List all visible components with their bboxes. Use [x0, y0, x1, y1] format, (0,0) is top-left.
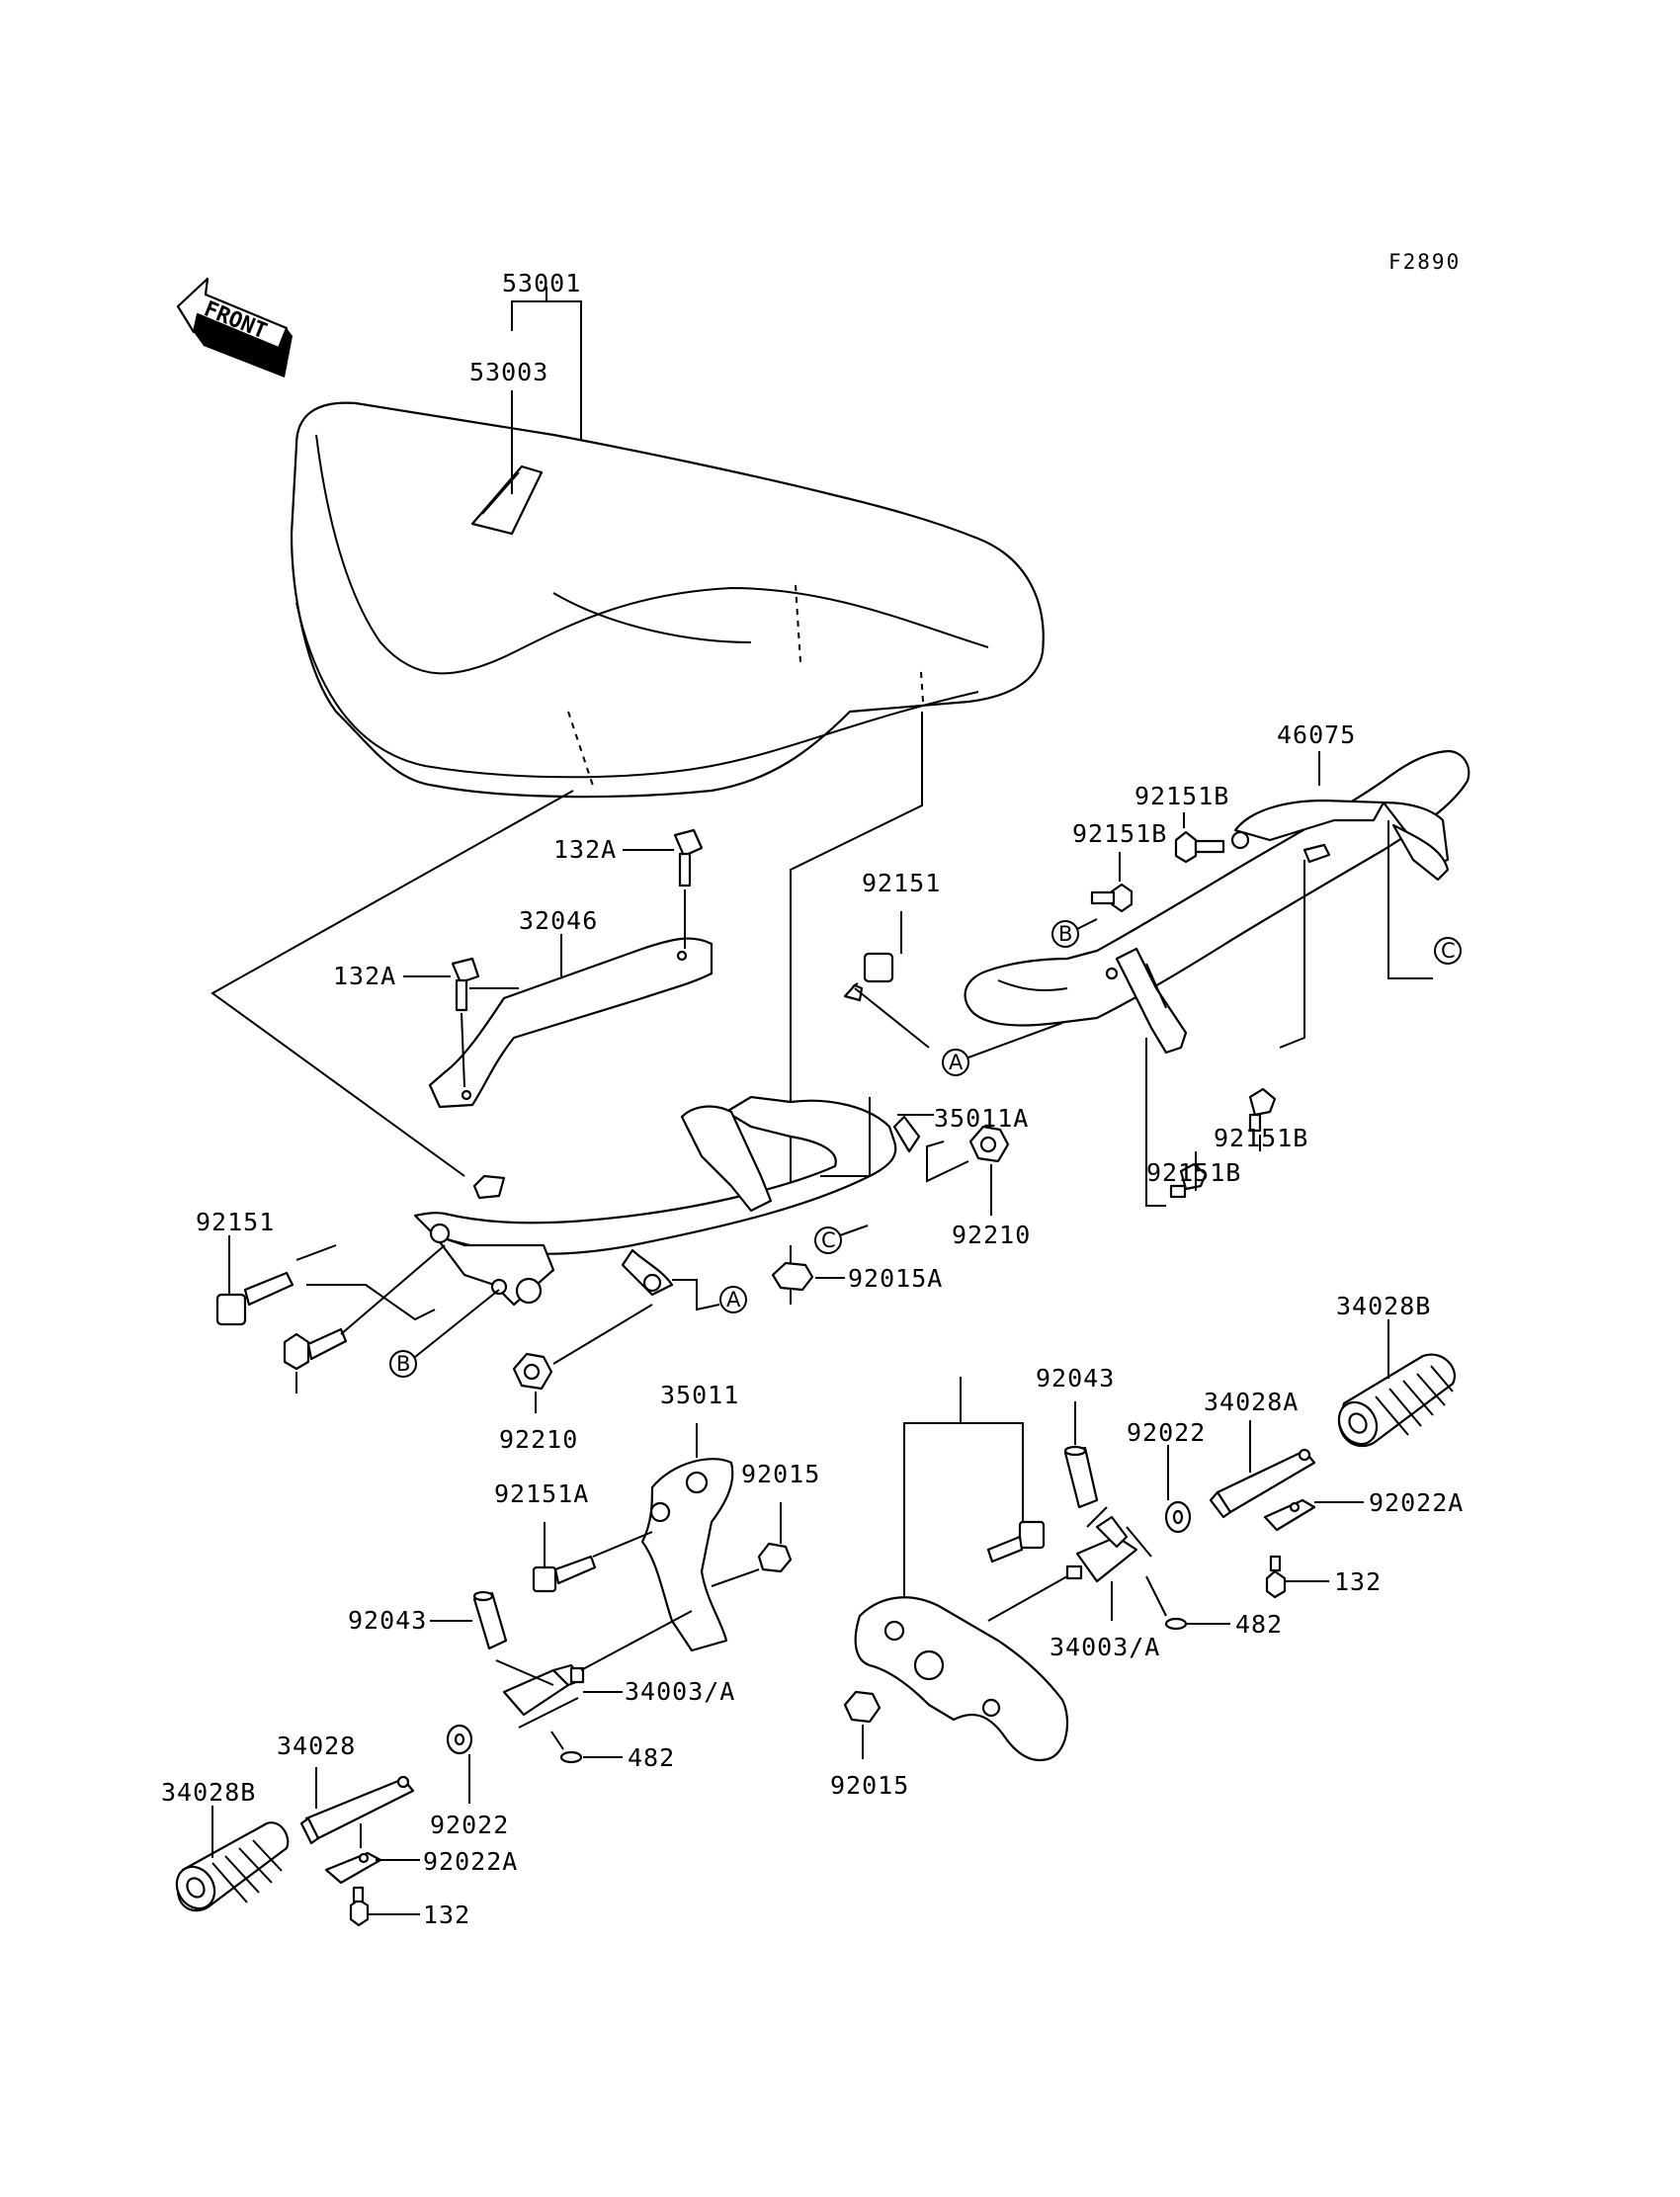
bolt-132-right	[1265, 1555, 1287, 1599]
pin-482-left	[559, 1750, 583, 1764]
grip-34028B-left	[175, 1821, 290, 1912]
footpeg-34028	[299, 1775, 415, 1845]
label-92043-right: 92043	[1036, 1364, 1115, 1393]
bolt-92151A	[532, 1555, 597, 1593]
svg-text:C: C	[1441, 939, 1456, 963]
label-92022-right: 92022	[1127, 1418, 1206, 1447]
bolt-footrest-right	[986, 1520, 1046, 1563]
marker-a2: A	[719, 1286, 747, 1313]
bolt-132-left	[349, 1886, 370, 1927]
bolt-92151-upper	[843, 952, 894, 1002]
marker-b1: B	[1051, 920, 1079, 948]
label-92043-left: 92043	[348, 1606, 427, 1635]
label-92210-left: 92210	[499, 1425, 578, 1454]
label-92022-left: 92022	[430, 1811, 509, 1839]
svg-text:B: B	[396, 1352, 410, 1376]
marker-a1: A	[942, 1049, 969, 1076]
nut-92015-upper	[757, 1542, 793, 1573]
bolt-92151B-2	[1090, 883, 1134, 913]
svg-text:C: C	[821, 1228, 836, 1252]
footrest-bracket-35011	[640, 1458, 734, 1652]
label-132-left: 132	[423, 1901, 470, 1929]
figure-code: F2890	[1388, 250, 1461, 274]
washer-92022-left	[446, 1724, 473, 1755]
label-92151-upper: 92151	[862, 869, 941, 897]
bolt-92151B-3	[1248, 1087, 1277, 1133]
label-92151B-2: 92151B	[1072, 819, 1167, 848]
label-482-right: 482	[1235, 1610, 1283, 1639]
svg-text:B: B	[1058, 922, 1072, 946]
marker-c1: C	[1434, 937, 1462, 965]
pin-92043-right	[1063, 1445, 1099, 1509]
clevis-34003A-left	[502, 1663, 585, 1717]
bolt-92151B-1	[1174, 830, 1250, 864]
label-46075: 46075	[1277, 720, 1356, 749]
label-92151B-1: 92151B	[1134, 782, 1229, 810]
label-92015-upper: 92015	[741, 1460, 820, 1488]
pin-482-right	[1164, 1617, 1188, 1631]
label-34028A: 34028A	[1204, 1388, 1299, 1416]
marker-c2: C	[814, 1226, 842, 1254]
svg-text:A: A	[726, 1288, 741, 1311]
label-32046: 32046	[519, 906, 598, 935]
label-92151-left: 92151	[196, 1208, 275, 1236]
label-92022A-right: 92022A	[1369, 1488, 1464, 1517]
label-92022A-left: 92022A	[423, 1847, 518, 1876]
bracket-32046	[428, 937, 714, 1109]
bolt-92151B-4	[1169, 1162, 1208, 1199]
frame-35011A	[413, 1095, 921, 1307]
pin-92043-left	[472, 1590, 508, 1650]
seat-53001	[290, 401, 1045, 799]
bolt-132A-upper	[673, 828, 704, 887]
label-53003: 53003	[469, 358, 548, 386]
label-53001: 53001	[502, 269, 581, 297]
grab-bar-46075	[964, 749, 1470, 1055]
bolt-132A-lower	[451, 957, 480, 1012]
label-92015-lower: 92015	[830, 1771, 909, 1800]
label-35011: 35011	[660, 1381, 739, 1409]
label-482-left: 482	[628, 1743, 675, 1772]
bolt-92151-left	[215, 1271, 294, 1326]
clevis-34003A-right	[1065, 1515, 1138, 1583]
grip-34028B-right	[1337, 1353, 1456, 1448]
plate-92022A-left	[324, 1851, 382, 1885]
plate-92022A-right	[1263, 1498, 1316, 1532]
marker-b2: B	[389, 1350, 417, 1378]
label-92151B-4: 92151B	[1146, 1158, 1241, 1187]
nut-92210-left	[512, 1352, 553, 1391]
footrest-bracket-right	[854, 1596, 1069, 1762]
bolt-ref-seat	[283, 1327, 348, 1371]
label-34028: 34028	[277, 1732, 356, 1760]
label-34028B-left: 34028B	[161, 1778, 256, 1807]
label-132-right: 132	[1334, 1567, 1382, 1596]
label-34003A-left: 34003/A	[625, 1677, 735, 1706]
nut-92210-right	[968, 1125, 1010, 1163]
label-92015A: 92015A	[848, 1264, 943, 1293]
label-92210-right: 92210	[952, 1221, 1031, 1249]
nut-92015-lower	[843, 1690, 882, 1724]
label-132A-upper: 132A	[553, 835, 617, 864]
label-132A-lower: 132A	[333, 962, 396, 990]
label-92151B-3: 92151B	[1214, 1124, 1308, 1152]
svg-text:A: A	[949, 1051, 964, 1074]
label-34003A-right: 34003/A	[1050, 1633, 1160, 1661]
nut-92015A	[771, 1261, 814, 1292]
front-arrow-icon: FRONT	[176, 277, 293, 378]
label-92151A: 92151A	[494, 1479, 589, 1508]
footpeg-34028A	[1209, 1448, 1316, 1519]
washer-92022-right	[1164, 1500, 1192, 1534]
label-34028B-right: 34028B	[1336, 1292, 1431, 1320]
